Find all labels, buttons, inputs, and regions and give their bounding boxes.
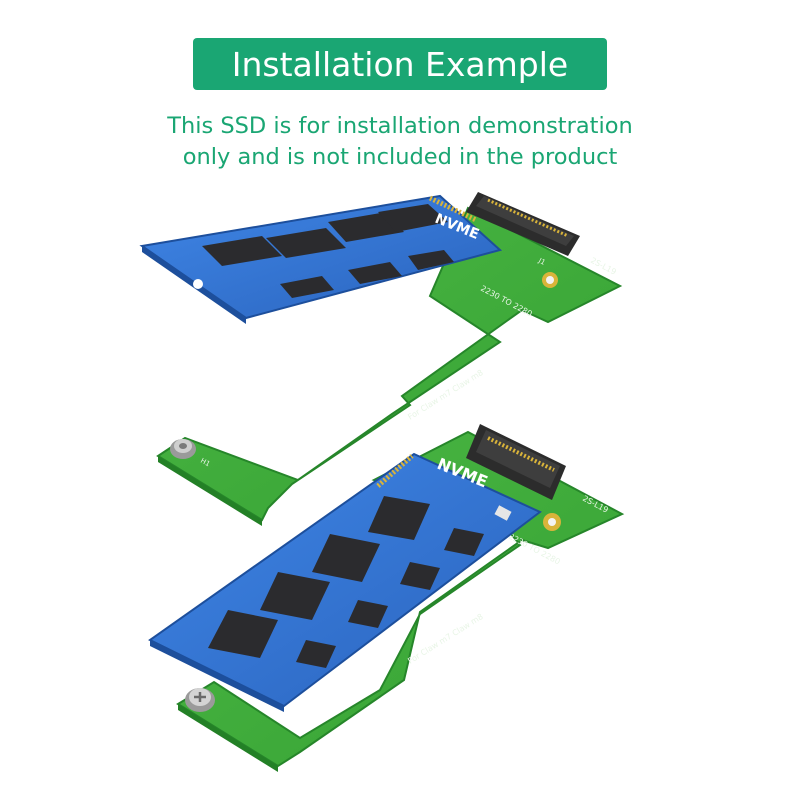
top-board-hole-center: [546, 276, 554, 284]
top-ssd-chips: [202, 204, 454, 298]
top-assembly: 2S-L19 J1 H1 2230 TO 2280 For Claw m7 Cl…: [139, 192, 623, 526]
bottom-ssd-chips: [208, 496, 484, 668]
top-board-h1-text: H1: [199, 457, 211, 469]
demo-notice-line-1: This SSD is for installation demonstrati…: [167, 113, 633, 139]
top-screw: [170, 439, 196, 459]
title-banner: Installation Example: [193, 38, 607, 90]
top-board-j1-text: J1: [536, 256, 546, 267]
demo-notice: This SSD is for installation demonstrati…: [0, 111, 800, 173]
bottom-ssd: NVME: [148, 452, 542, 712]
top-ssd: NVME: [139, 194, 503, 324]
bottom-screw: [185, 688, 215, 712]
demo-notice-line-2: only and is not included in the product: [182, 144, 618, 170]
bottom-assembly: 2S-L19 2230 TO 2280 For Claw m7 Claw m8: [148, 424, 625, 772]
top-board-shape: [156, 206, 623, 522]
bottom-board-hole-center: [548, 518, 556, 526]
page-title: Installation Example: [231, 44, 569, 84]
bottom-board-edge: [178, 704, 278, 772]
bottom-ssd-component: [494, 505, 512, 521]
top-board-edge: [158, 456, 262, 526]
bottom-m2-socket: [466, 424, 566, 500]
top-m2-socket: [466, 192, 580, 256]
